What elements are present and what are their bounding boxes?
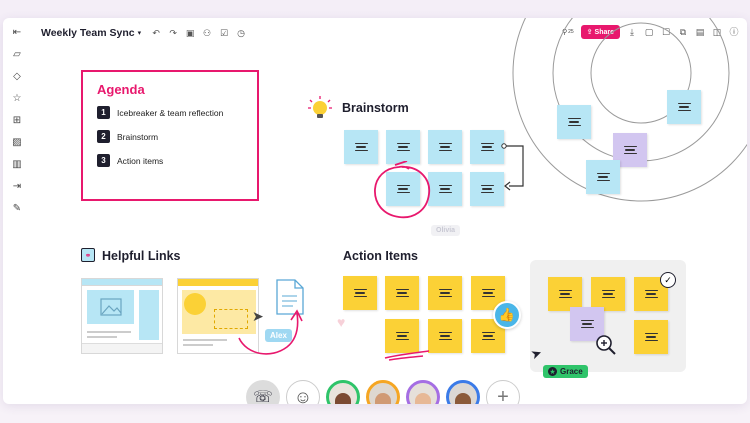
upload-icon: ⇪ xyxy=(586,29,593,36)
agenda-card[interactable]: Agenda 1 Icebreaker & team reflection 2 … xyxy=(81,70,259,201)
sticky-note[interactable] xyxy=(634,320,668,354)
agenda-item[interactable]: 2 Brainstorm xyxy=(97,130,243,143)
export-icon[interactable]: ⇥ xyxy=(12,181,22,192)
agenda-title: Agenda xyxy=(97,82,145,97)
avatar[interactable] xyxy=(446,380,480,404)
add-participant-button[interactable]: + xyxy=(486,380,520,404)
target-rings xyxy=(512,18,747,202)
board-title[interactable]: Weekly Team Sync ▾ xyxy=(41,27,141,39)
sticky-note[interactable] xyxy=(591,277,625,311)
sticky-note[interactable] xyxy=(428,319,462,353)
collapse-icon[interactable]: ⇤ xyxy=(12,27,22,38)
link-card-dashboard[interactable] xyxy=(177,278,259,354)
sticky-note[interactable] xyxy=(470,172,504,206)
sticky-note[interactable] xyxy=(428,276,462,310)
notes-icon[interactable]: ▤ xyxy=(695,26,705,37)
agenda-item[interactable]: 3 Action items xyxy=(97,154,243,167)
sticky-note[interactable] xyxy=(386,172,420,206)
action-items-title: Action Items xyxy=(343,249,419,263)
user-icon: ⚲ xyxy=(561,29,568,36)
grid-icon[interactable]: ⊞ xyxy=(12,115,22,126)
image-placeholder-icon xyxy=(87,290,134,324)
avatar[interactable] xyxy=(366,380,400,404)
share-button[interactable]: ⇪ Share xyxy=(580,25,620,39)
online-users[interactable]: ⚲ 25 xyxy=(562,28,574,36)
sticky-note[interactable] xyxy=(344,130,378,164)
chat-icon[interactable]: ☐ xyxy=(661,26,671,37)
board-title-text: Weekly Team Sync xyxy=(41,27,135,39)
highlight-circle xyxy=(374,161,431,219)
sticky-note[interactable] xyxy=(385,319,419,353)
redo-icon[interactable]: ↷ xyxy=(169,27,177,38)
apps-icon[interactable]: ⧉ xyxy=(679,26,687,37)
document-icon[interactable] xyxy=(275,278,305,321)
reactions-button[interactable]: ☺ xyxy=(286,380,320,404)
sticky-note[interactable] xyxy=(343,276,377,310)
pie-chart-icon xyxy=(184,293,206,315)
board-canvas[interactable]: Agenda 1 Icebreaker & team reflection 2 … xyxy=(31,18,747,404)
sticky-note[interactable] xyxy=(570,307,604,341)
avatar[interactable] xyxy=(326,380,360,404)
sticky-note[interactable] xyxy=(557,105,591,139)
thumbs-up-icon[interactable]: 👍 xyxy=(493,301,521,329)
agenda-item-label: Action items xyxy=(117,155,164,166)
checklist-icon[interactable]: ☑ xyxy=(220,27,229,38)
agenda-item[interactable]: 1 Icebreaker & team reflection xyxy=(97,106,243,119)
share-label: Share xyxy=(594,28,614,36)
agenda-number: 3 xyxy=(97,154,110,167)
helpful-links-title: Helpful Links xyxy=(102,249,181,263)
grace-label: Grace xyxy=(560,367,583,376)
sticky-note[interactable] xyxy=(548,277,582,311)
sticky-note[interactable] xyxy=(428,172,462,206)
connector-arrow xyxy=(501,143,524,191)
left-toolbar: ⇤ ▱ ◇ ☆ ⊞ ▨ ▥ ⇥ ✎ xyxy=(3,18,31,404)
sticky-note[interactable] xyxy=(386,130,420,164)
comment-icon[interactable]: ▢ xyxy=(644,26,654,37)
shapes-icon[interactable]: ◇ xyxy=(13,71,21,82)
star-badge-icon: ★ xyxy=(548,367,557,376)
cursor-tag-olivia: Olivia xyxy=(431,225,461,236)
library-icon[interactable]: ▥ xyxy=(12,159,22,170)
app-window: Weekly Team Sync ▾ ↶ ↷ ▣ ⚇ ☑ ◷ ⚲ 25 ⇪ Sh… xyxy=(3,18,747,404)
star-icon[interactable]: ☆ xyxy=(12,93,22,104)
agenda-number: 2 xyxy=(97,130,110,143)
top-toolbar: Weekly Team Sync ▾ ↶ ↷ ▣ ⚇ ☑ ◷ ⚲ 25 ⇪ Sh… xyxy=(3,18,747,48)
pen-icon[interactable]: ✎ xyxy=(12,203,22,214)
download-icon[interactable]: ⤓ xyxy=(630,26,634,37)
collaboration-dock: ☏ ☺ + xyxy=(246,378,520,404)
sticky-note-icon[interactable]: ▱ xyxy=(13,49,21,60)
timer-icon[interactable]: ◷ xyxy=(237,27,246,38)
link-icon: ⚭ xyxy=(81,248,95,262)
users-count: 25 xyxy=(568,29,574,35)
underline-scribble xyxy=(384,350,430,361)
chevron-down-icon: ▾ xyxy=(137,30,142,37)
cursor-tag-grace: ★ Grace xyxy=(543,365,588,378)
brainstorm-title: Brainstorm xyxy=(342,101,409,115)
people-icon[interactable]: ⚇ xyxy=(203,27,212,38)
avatar[interactable] xyxy=(406,380,440,404)
agenda-number: 1 xyxy=(97,106,110,119)
drag-path-arrow xyxy=(238,309,303,355)
sticky-note[interactable] xyxy=(385,276,419,310)
frame-icon[interactable]: ▣ xyxy=(185,27,195,38)
zoom-in-icon[interactable] xyxy=(595,334,617,361)
sticky-note[interactable] xyxy=(667,90,701,124)
call-button[interactable]: ☏ xyxy=(246,380,280,404)
sticky-note[interactable] xyxy=(586,160,620,194)
agenda-item-label: Brainstorm xyxy=(117,131,159,142)
lightbulb-icon xyxy=(307,95,333,126)
cursor-pointer-icon: ➤ xyxy=(252,308,264,324)
link-card-website[interactable] xyxy=(81,278,163,354)
agenda-item-label: Icebreaker & team reflection xyxy=(117,107,224,118)
undo-icon[interactable]: ↶ xyxy=(152,27,160,38)
help-icon[interactable]: ⓘ xyxy=(729,26,739,37)
table-placeholder xyxy=(214,309,248,329)
heart-icon: ♥ xyxy=(337,314,346,330)
sticky-note[interactable] xyxy=(428,130,462,164)
cursor-tag-alex: Alex xyxy=(265,329,292,342)
image-icon[interactable]: ▨ xyxy=(12,137,22,148)
checkmark-icon[interactable]: ✓ xyxy=(660,272,676,288)
sticky-note[interactable] xyxy=(470,130,504,164)
panel-icon[interactable]: ◫ xyxy=(712,26,722,37)
